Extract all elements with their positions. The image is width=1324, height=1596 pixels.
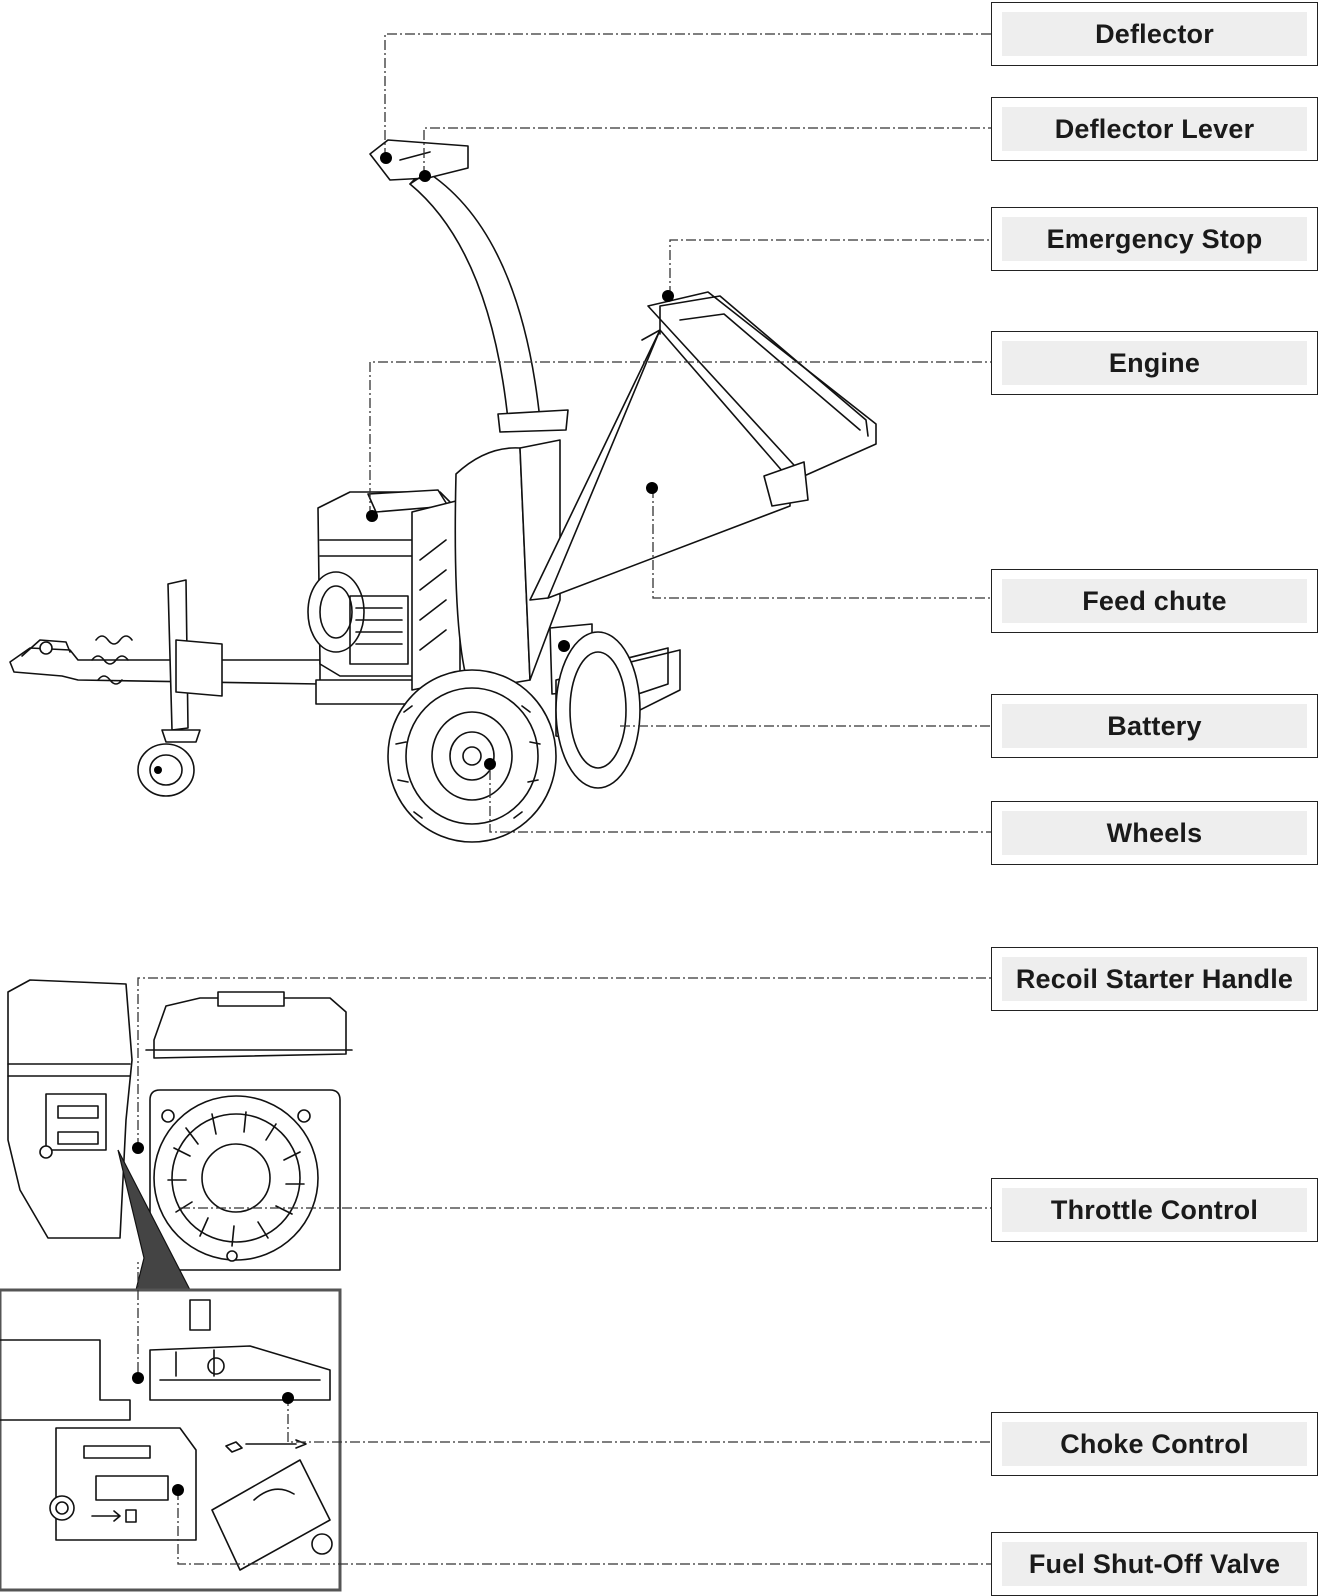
leader-lines [137, 33, 991, 1565]
label-battery: Battery [991, 694, 1318, 758]
label-throttle-control: Throttle Control [991, 1178, 1318, 1242]
label-deflector-lever: Deflector Lever [991, 97, 1318, 161]
engine-closeup-illustration [0, 979, 353, 1592]
label-deflector-text: Deflector [1002, 12, 1307, 56]
label-emergency-stop: Emergency Stop [991, 207, 1318, 271]
label-feed-chute: Feed chute [991, 569, 1318, 633]
label-wheels: Wheels [991, 801, 1318, 865]
label-deflector-lever-text: Deflector Lever [1002, 107, 1307, 151]
label-choke-control: Choke Control [991, 1412, 1318, 1476]
label-fuel-shutoff-valve: Fuel Shut-Off Valve [991, 1532, 1318, 1596]
label-feed-chute-text: Feed chute [1002, 579, 1307, 623]
label-battery-text: Battery [1002, 704, 1307, 748]
label-emergency-stop-text: Emergency Stop [1002, 217, 1307, 261]
label-engine-text: Engine [1002, 341, 1307, 385]
label-throttle-control-text: Throttle Control [1002, 1188, 1307, 1232]
label-wheels-text: Wheels [1002, 811, 1307, 855]
label-engine: Engine [991, 331, 1318, 395]
label-deflector: Deflector [991, 2, 1318, 66]
label-choke-control-text: Choke Control [1002, 1422, 1307, 1466]
label-recoil-starter-handle: Recoil Starter Handle [991, 947, 1318, 1011]
label-fuel-shutoff-valve-text: Fuel Shut-Off Valve [1002, 1542, 1307, 1586]
wood-chipper-illustration [9, 139, 877, 843]
label-recoil-starter-handle-text: Recoil Starter Handle [1002, 957, 1307, 1001]
callout-dots [132, 152, 674, 1496]
